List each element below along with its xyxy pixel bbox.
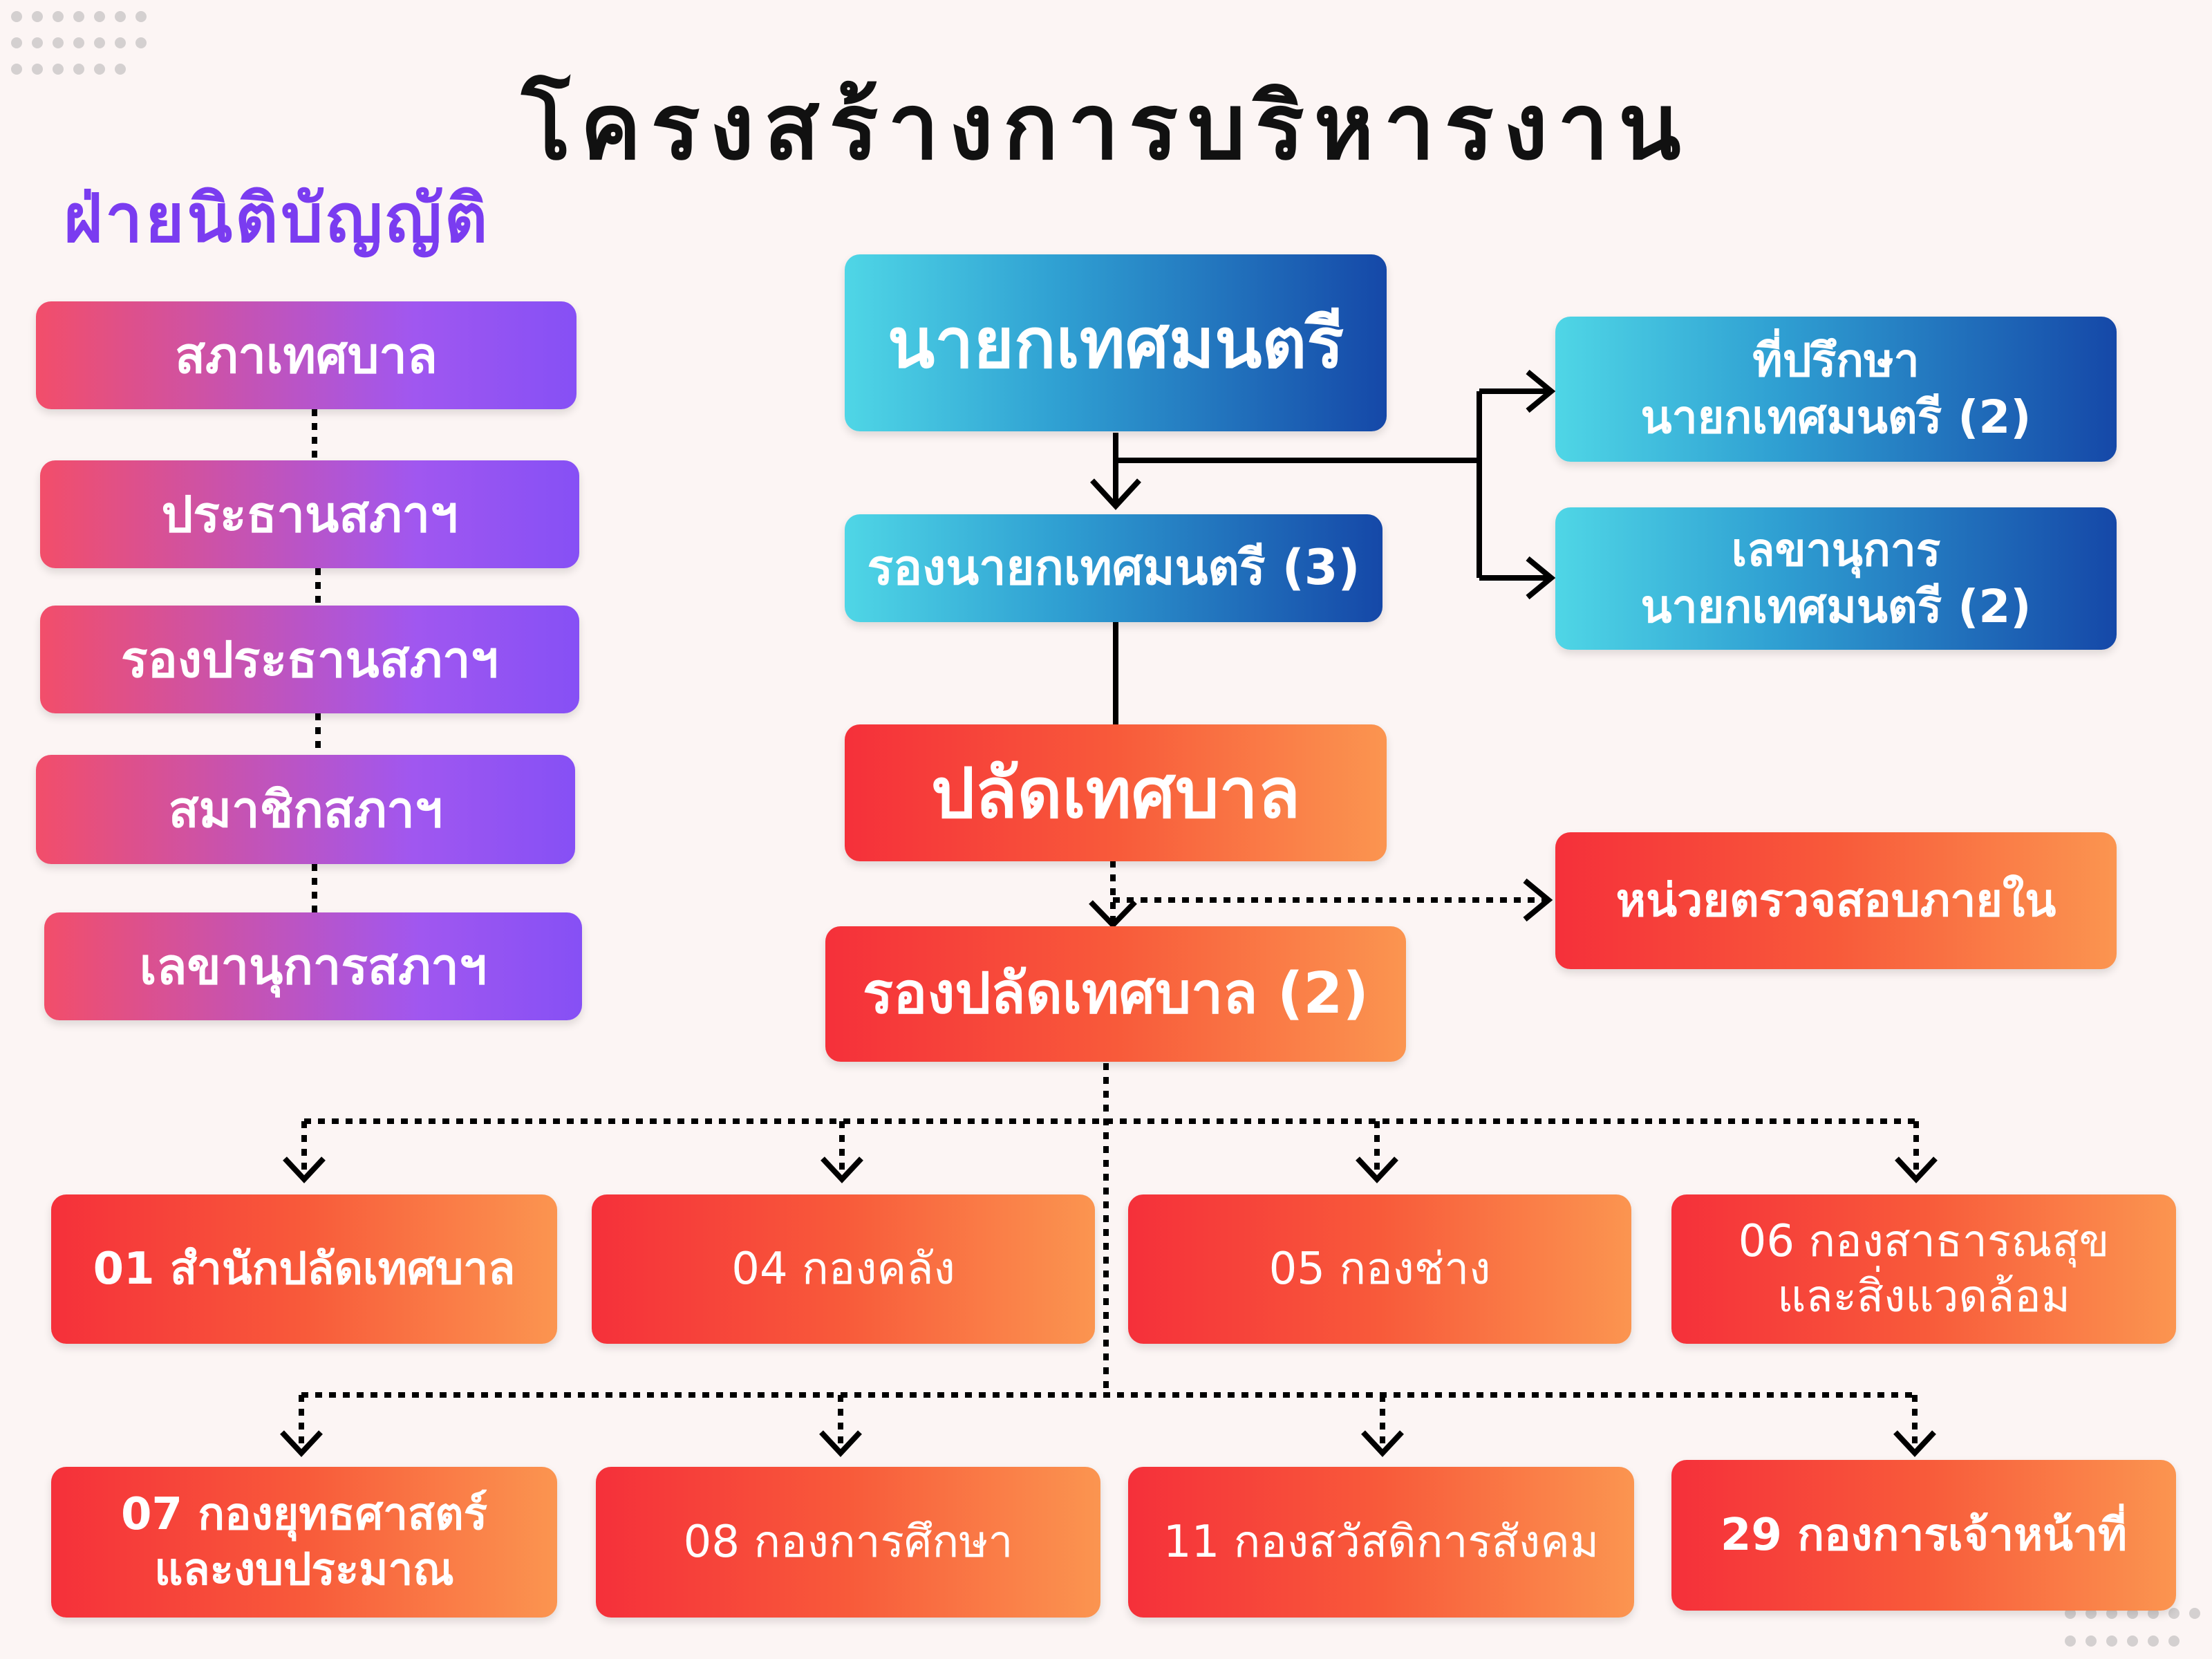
- box-council-president-label: ประธานสภาฯ: [161, 485, 458, 543]
- box-mayor-advisor-line1: ที่ปรึกษา: [1752, 333, 1920, 387]
- legislative-heading: ฝ่ายนิติบัญญัติ: [64, 180, 491, 257]
- box-dept-29-line1: 29 กองการเจ้าหน้าที่: [1720, 1510, 2128, 1561]
- box-deputy-clerk-label: รองปลัดเทศบาล (2): [863, 960, 1369, 1027]
- box-mayor-secretary-line1: เลขานุการ: [1731, 523, 1941, 577]
- decorative-dot-grid-top-left: [10, 8, 148, 77]
- box-council-secretary: เลขานุการสภาฯ: [44, 912, 582, 1020]
- decorative-dot-grid-bottom-right: [2063, 1605, 2202, 1653]
- box-mayor-advisor: ที่ปรึกษา นายกเทศมนตรี (2): [1555, 317, 2117, 462]
- box-dept-07: 07 กองยุทธศาสตร์ และงบประมาณ: [51, 1467, 557, 1618]
- box-internal-audit-label: หน่วยตรวจสอบภายใน: [1615, 873, 2056, 927]
- box-municipal-clerk-label: ปลัดเทศบาล: [930, 752, 1301, 834]
- box-dept-01-line1: 01 สำนักปลัดเทศบาล: [93, 1244, 516, 1295]
- box-mayor-secretary: เลขานุการ นายกเทศมนตรี (2): [1555, 507, 2117, 650]
- box-council-vice-president-label: รองประธานสภาฯ: [121, 630, 498, 688]
- box-council-vice-president: รองประธานสภาฯ: [40, 606, 579, 713]
- box-council-members: สมาชิกสภาฯ: [36, 755, 575, 864]
- box-mayor-secretary-line2: นายกเทศมนตรี (2): [1640, 580, 2032, 633]
- box-deputy-mayor-label: รองนายกเทศมนตรี (3): [867, 539, 1360, 597]
- box-dept-06-line1: 06 กองสาธารณสุข: [1738, 1216, 2110, 1267]
- box-dept-29: 29 กองการเจ้าหน้าที่: [1671, 1460, 2176, 1611]
- box-dept-07-line1: 07 กองยุทธศาสตร์: [120, 1489, 488, 1540]
- box-dept-08: 08 กองการศึกษา: [596, 1467, 1100, 1618]
- box-dept-11-line1: 11 กองสวัสดิการสังคม: [1163, 1517, 1600, 1568]
- box-council-members-label: สมาชิกสภาฯ: [168, 780, 443, 838]
- box-council-secretary-label: เลขานุการสภาฯ: [139, 937, 487, 995]
- box-mayor: นายกเทศมนตรี: [845, 254, 1387, 431]
- box-council-president: ประธานสภาฯ: [40, 460, 579, 568]
- box-mayor-advisor-line2: นายกเทศมนตรี (2): [1640, 391, 2032, 444]
- box-internal-audit: หน่วยตรวจสอบภายใน: [1555, 832, 2117, 969]
- box-municipal-council: สภาเทศบาล: [36, 301, 577, 409]
- box-dept-06-line2: และสิ่งแวดล้อม: [1777, 1271, 2070, 1322]
- box-dept-08-line1: 08 กองการศึกษา: [683, 1517, 1013, 1568]
- box-deputy-mayor: รองนายกเทศมนตรี (3): [845, 514, 1382, 622]
- box-municipal-clerk: ปลัดเทศบาล: [845, 724, 1387, 861]
- box-dept-01: 01 สำนักปลัดเทศบาล: [51, 1194, 557, 1344]
- box-municipal-council-label: สภาเทศบาล: [175, 326, 438, 384]
- box-dept-05: 05 กองช่าง: [1128, 1194, 1631, 1344]
- box-dept-04: 04 กองคลัง: [592, 1194, 1095, 1344]
- box-deputy-clerk: รองปลัดเทศบาล (2): [825, 926, 1406, 1062]
- box-dept-06: 06 กองสาธารณสุข และสิ่งแวดล้อม: [1671, 1194, 2176, 1344]
- box-dept-07-line2: และงบประมาณ: [154, 1544, 454, 1595]
- box-dept-11: 11 กองสวัสดิการสังคม: [1128, 1467, 1634, 1618]
- box-dept-05-line1: 05 กองช่าง: [1268, 1244, 1491, 1295]
- box-mayor-label: นายกเทศมนตรี: [887, 302, 1344, 384]
- page-title: โครงสร้างการบริหารงาน: [521, 74, 1691, 180]
- box-dept-04-line1: 04 กองคลัง: [731, 1244, 955, 1295]
